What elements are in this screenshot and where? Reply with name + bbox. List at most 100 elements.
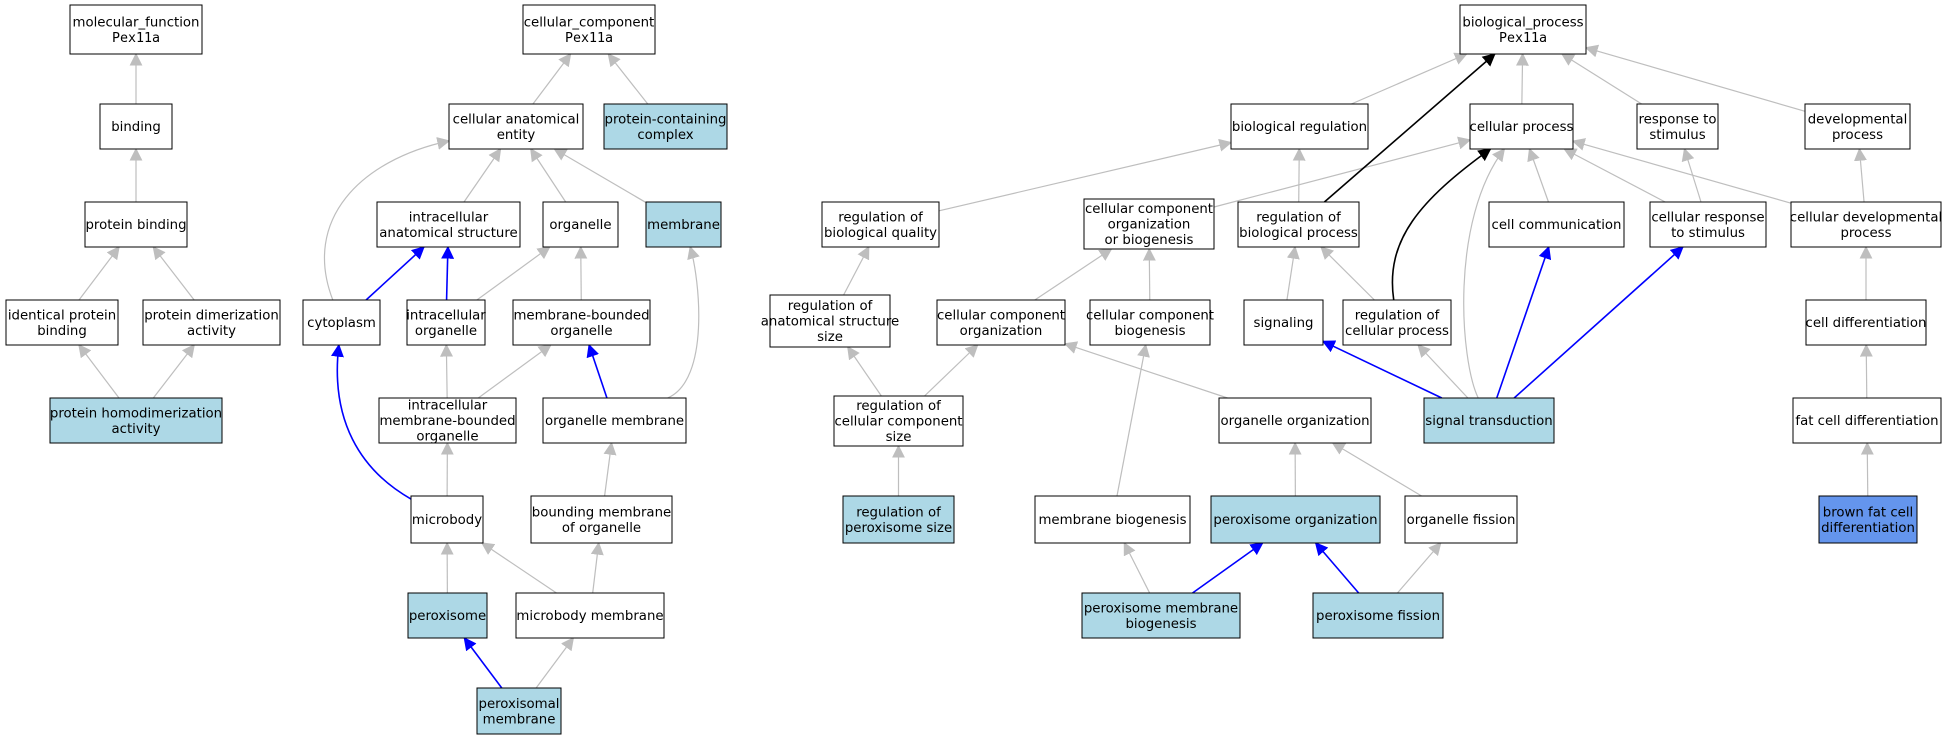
node-phda-label-line: protein homodimerization [50,406,222,421]
node-rbq-label-line: biological quality [824,226,937,241]
node-cyto[interactable]: cytoplasm [302,299,381,346]
node-ccob-label-line: organization [1108,218,1191,233]
node-oo[interactable]: organelle organization [1218,397,1372,444]
node-of[interactable]: organelle fission [1404,495,1518,544]
node-pb[interactable]: protein binding [84,201,188,248]
node-om[interactable]: organelle membrane [542,397,687,444]
node-ipb-label-line: binding [37,324,87,339]
edge-mb-to-cyto [331,343,412,500]
node-om-label-line: organelle membrane [545,414,684,429]
node-binding-box [99,103,173,150]
node-po[interactable]: peroxisome organization [1210,495,1381,544]
node-cc2-label-line: cell communication [1492,218,1622,233]
edge-cco-to-ccob [1034,248,1113,301]
node-mbm[interactable]: microbody membrane [515,592,665,639]
node-cc-box [522,4,656,55]
node-oo-label-line: organelle organization [1220,414,1369,429]
edge-rccs-to-cco [924,344,979,397]
node-ccob-label-line: or biogenesis [1105,233,1194,248]
node-cae-label-line: entity [497,128,536,143]
edge-st-to-cc2 [1495,245,1552,399]
node-po-box [1210,495,1381,544]
node-rbq-box [821,201,940,248]
node-pf[interactable]: peroxisome fission [1312,592,1444,639]
node-binding-label-line: binding [111,120,161,135]
node-mb-label-line: microbody [412,513,482,528]
node-org[interactable]: organelle [542,201,619,248]
node-cd[interactable]: cell differentiation [1805,299,1927,346]
node-dp-label-line: developmental [1808,112,1908,127]
node-mf-box [69,4,203,55]
node-org-box [542,201,619,248]
node-ccb-box [1089,299,1211,346]
node-cp[interactable]: cellular process [1469,103,1574,150]
node-ias-label-line: intracellular [409,210,489,225]
node-breg[interactable]: biological regulation [1230,103,1369,150]
node-cc2[interactable]: cell communication [1488,201,1625,248]
node-perox[interactable]: peroxisome [407,592,488,639]
node-fcd[interactable]: fat cell differentiation [1792,397,1942,444]
node-mb[interactable]: microbody [410,495,484,544]
node-pmb-label-line: peroxisome membrane [1084,601,1238,616]
node-rcp-box [1342,299,1452,346]
node-mbo-box [512,299,651,346]
edge-imbo-to-mbo [477,344,552,399]
node-bp-label-line: Pex11a [1499,31,1547,46]
node-po-label-line: peroxisome organization [1213,513,1377,528]
edge-pm-to-mbm [535,636,575,689]
node-binding[interactable]: binding [99,103,173,150]
edge-rccs-to-rass [847,345,882,397]
node-rcp-label-line: regulation of [1355,308,1440,323]
edge-ccb-to-ccob [1142,247,1156,301]
node-bmo-label-line: of organelle [562,521,641,536]
node-sig-box [1243,299,1324,346]
node-mb-box [410,495,484,544]
node-mbo-label-line: organelle [550,324,612,339]
node-mbg[interactable]: membrane biogenesis [1034,495,1191,544]
node-st[interactable]: signal transduction [1423,397,1555,444]
node-st-box [1423,397,1555,444]
node-io-label-line: organelle [415,324,477,339]
node-mbo-label-line: membrane-bounded [513,308,649,323]
node-rts-box [1636,103,1719,150]
node-sig[interactable]: signaling [1243,299,1324,346]
node-rccs-label-line: regulation of [856,399,941,414]
node-mbm-label-line: microbody membrane [516,609,663,624]
node-mem[interactable]: membrane [645,201,722,248]
node-mbm-box [515,592,665,639]
edge-rbp-to-breg [1292,147,1306,203]
edge-mem-to-cae [553,148,647,204]
node-rccs-box [833,395,964,447]
node-rbp-box [1237,201,1360,248]
node-io-box [406,299,486,346]
